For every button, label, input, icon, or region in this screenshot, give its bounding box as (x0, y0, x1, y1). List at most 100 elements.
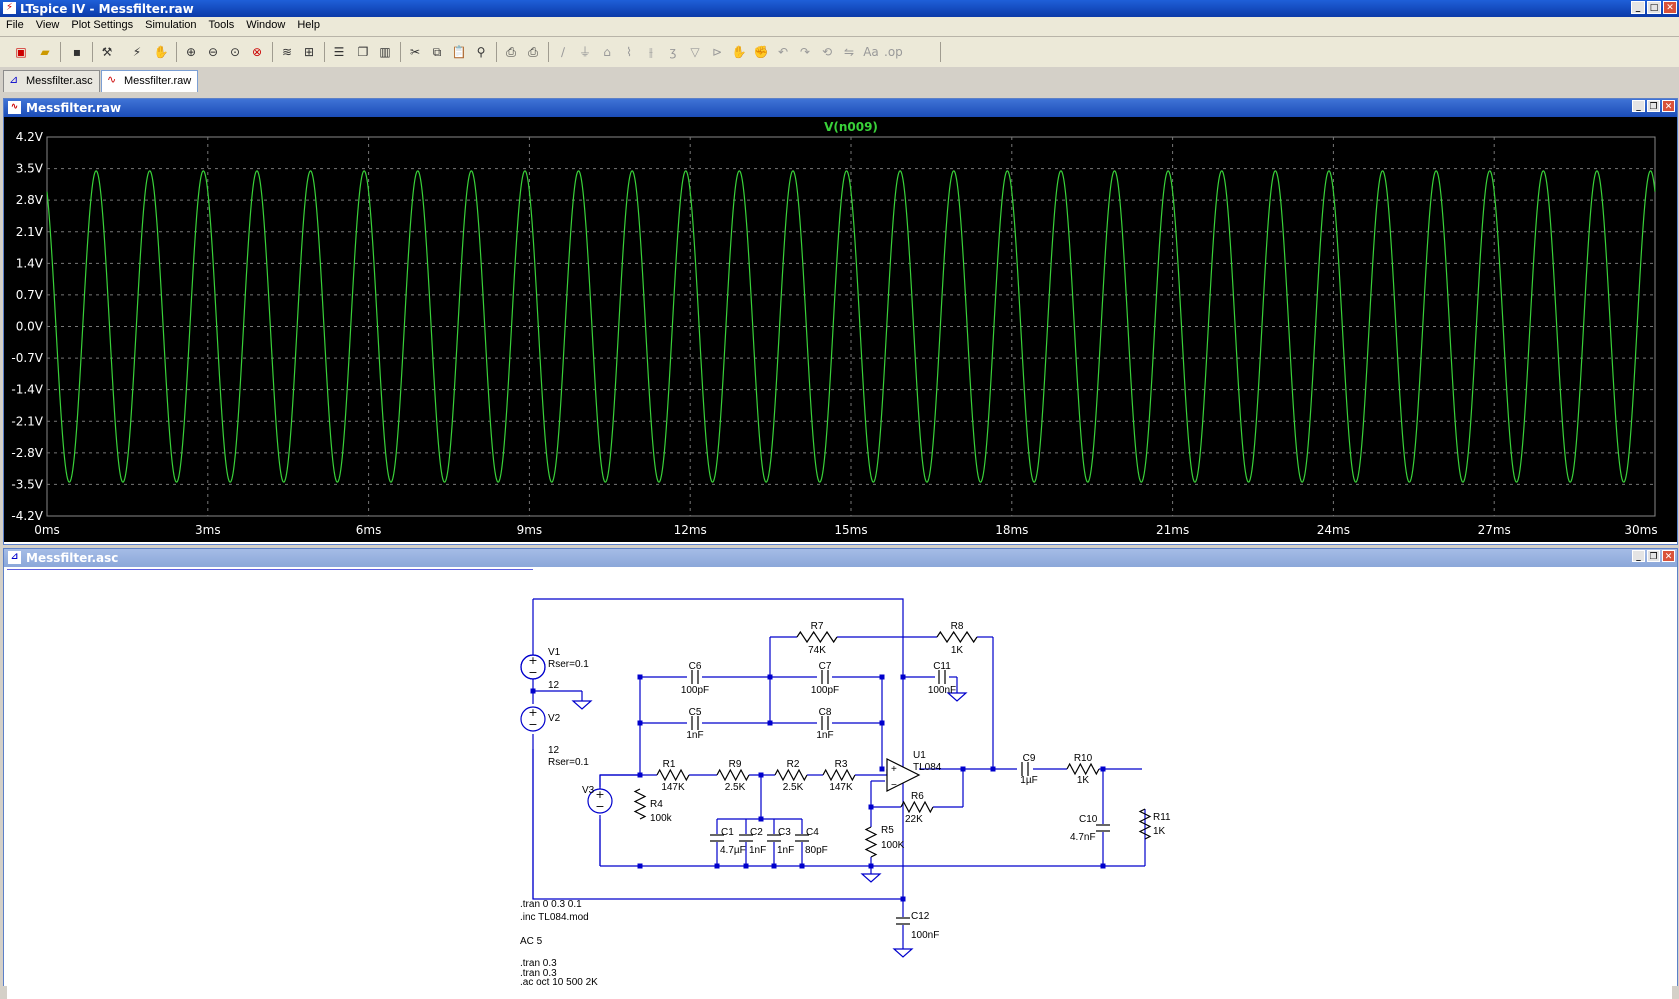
r2-value[interactable]: 2.5K (783, 782, 804, 793)
c10-label[interactable]: C10 (1079, 814, 1098, 825)
restore-icon[interactable]: ❐ (1647, 100, 1660, 112)
c2-symbol[interactable] (739, 834, 753, 842)
trace-label[interactable]: V(n009) (824, 120, 878, 134)
resistor-icon[interactable]: ⌇ (626, 45, 632, 59)
r3-label[interactable]: R3 (835, 759, 848, 770)
r9-value[interactable]: 2.5K (725, 782, 746, 793)
drag-icon[interactable]: ✊ (753, 45, 769, 59)
minimize-icon[interactable]: _ (1632, 550, 1645, 562)
c6-symbol[interactable] (691, 670, 699, 684)
c6-value[interactable]: 100pF (681, 685, 709, 696)
v1-value[interactable]: 12 (548, 680, 560, 691)
close-icon[interactable]: ✕ (1663, 1, 1677, 14)
r5-label[interactable]: R5 (881, 825, 894, 836)
c6-label[interactable]: C6 (689, 661, 702, 672)
c3-value[interactable]: 1nF (777, 845, 794, 856)
c4-symbol[interactable] (795, 834, 809, 842)
c8-value[interactable]: 1nF (816, 730, 833, 741)
c1-value[interactable]: 4.7µF (720, 845, 746, 856)
plot-pane-title-bar[interactable]: ∿ Messfilter.raw _ ❐ ✕ (4, 99, 1677, 117)
zoom-cancel-icon[interactable]: ⊗ (251, 45, 263, 59)
r2-symbol[interactable] (774, 768, 808, 782)
menu-window[interactable]: Window (246, 19, 286, 31)
spice-directive-icon[interactable]: .op (884, 45, 903, 59)
tab-messfilter-raw[interactable]: ∿ Messfilter.raw (101, 70, 199, 92)
menu-plot-settings[interactable]: Plot Settings (71, 19, 134, 31)
waveform-plot[interactable]: 4.2V3.5V2.8V2.1V1.4V0.7V0.0V-0.7V-1.4V-2… (4, 117, 1677, 542)
c11-symbol[interactable] (938, 670, 946, 684)
v2-label[interactable]: V2 (548, 713, 561, 724)
r4-symbol[interactable] (633, 788, 647, 820)
tab-messfilter-asc[interactable]: ⊿ Messfilter.asc (3, 70, 100, 92)
cascade-icon[interactable]: ❐ (357, 45, 369, 59)
c10-value[interactable]: 4.7nF (1070, 832, 1096, 843)
mirror-icon[interactable]: ⇋ (843, 45, 855, 59)
r8-symbol[interactable] (936, 630, 978, 644)
r7-label[interactable]: R7 (811, 621, 824, 632)
mark-data-icon[interactable]: ⊞ (303, 45, 315, 59)
r7-symbol[interactable] (796, 630, 838, 644)
r5-value[interactable]: 100K (881, 840, 905, 851)
spice-directive[interactable]: .tran 0.3 (520, 958, 557, 969)
open-icon[interactable]: ▰ (40, 45, 50, 59)
menu-file[interactable]: File (6, 19, 24, 31)
control-panel-icon[interactable]: ⚒ (101, 45, 113, 59)
close-icon[interactable]: ✕ (1662, 100, 1675, 112)
diode-icon[interactable]: ▽ (690, 45, 700, 59)
menu-help[interactable]: Help (297, 19, 320, 31)
c11-label[interactable]: C11 (933, 661, 951, 672)
c12-label[interactable]: C12 (911, 911, 930, 922)
v3-label[interactable]: V3 (582, 785, 595, 796)
r5-symbol[interactable] (864, 826, 878, 858)
c7-value[interactable]: 100pF (811, 685, 839, 696)
trace-v-n009[interactable] (46, 170, 1656, 483)
menu-simulation[interactable]: Simulation (145, 19, 197, 31)
u1-label[interactable]: U1 (913, 750, 926, 761)
v3-symbol[interactable] (587, 788, 613, 814)
c1-label[interactable]: C1 (721, 827, 734, 838)
copy-icon[interactable]: ⧉ (432, 45, 442, 59)
c8-label[interactable]: C8 (819, 707, 832, 718)
c2-label[interactable]: C2 (750, 827, 763, 838)
print-setup-icon[interactable]: ⎙ (506, 45, 516, 59)
undo-icon[interactable]: ↶ (777, 45, 789, 59)
menu-view[interactable]: View (35, 19, 60, 31)
c2-value[interactable]: 1nF (749, 845, 766, 856)
spice-directive[interactable]: .ac oct 10 500 2K (520, 977, 598, 988)
rotate-icon[interactable]: ⟲ (821, 45, 833, 59)
spice-directive[interactable]: .inc TL084.mod (520, 912, 589, 923)
c8-symbol[interactable] (821, 716, 829, 730)
r10-label[interactable]: R10 (1074, 753, 1093, 764)
component-icon[interactable]: ⊳ (711, 45, 723, 59)
v2-rser[interactable]: Rser=0.1 (548, 757, 589, 768)
print-icon[interactable]: ⎙ (528, 45, 538, 59)
r11-label[interactable]: R11 (1153, 812, 1171, 823)
c9-symbol[interactable] (1021, 762, 1029, 776)
move-icon[interactable]: ✋ (731, 45, 747, 59)
close-icon[interactable]: ✕ (1662, 550, 1675, 562)
v1-label[interactable]: V1 (548, 647, 561, 658)
app-title-bar[interactable]: ⚡ LTspice IV - Messfilter.raw _ □ ✕ (0, 0, 1679, 17)
u1-value[interactable]: TL084 (913, 762, 942, 773)
c5-value[interactable]: 1nF (686, 730, 703, 741)
c1-symbol[interactable] (710, 834, 724, 842)
schematic-canvas[interactable]: +− +− +− + − R774KR81KR1147KR92.5KR22.5K… (7, 569, 1672, 999)
tile-vertical-icon[interactable]: ▥ (379, 45, 391, 59)
zoom-fit-icon[interactable]: ⊙ (229, 45, 241, 59)
v2-symbol[interactable] (520, 706, 546, 732)
c7-symbol[interactable] (821, 670, 829, 684)
c3-symbol[interactable] (767, 834, 781, 842)
r11-symbol[interactable] (1138, 808, 1152, 840)
r8-value[interactable]: 1K (951, 645, 964, 656)
zoom-out-icon[interactable]: ⊖ (207, 45, 219, 59)
r10-value[interactable]: 1K (1077, 775, 1090, 786)
c4-label[interactable]: C4 (806, 827, 819, 838)
spice-directive[interactable]: .tran 0.3 (520, 968, 557, 979)
inductor-icon[interactable]: ʒ (669, 45, 677, 59)
c5-label[interactable]: C5 (689, 707, 702, 718)
r3-value[interactable]: 147K (829, 782, 853, 793)
c10-symbol[interactable] (1096, 824, 1110, 832)
c3-label[interactable]: C3 (778, 827, 791, 838)
v2-value[interactable]: 12 (548, 745, 560, 756)
menu-tools[interactable]: Tools (208, 19, 235, 31)
